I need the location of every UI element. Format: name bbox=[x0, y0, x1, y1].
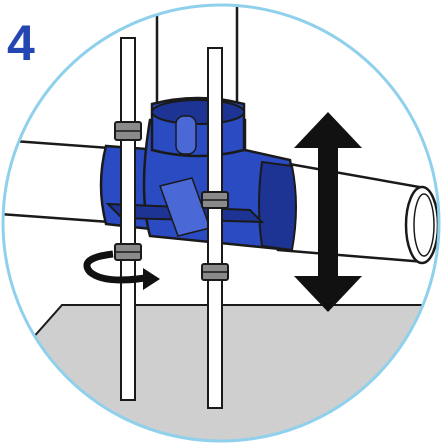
nut-left-upper bbox=[114, 121, 142, 141]
threaded-rod-left bbox=[120, 37, 136, 401]
pipe-end-opening bbox=[404, 185, 439, 265]
rotate-arrow-icon bbox=[83, 250, 160, 290]
threaded-rod-right bbox=[207, 47, 223, 409]
nut-right-lower bbox=[201, 263, 229, 281]
step-number: 4 bbox=[7, 15, 35, 71]
nut-right-upper bbox=[201, 191, 229, 209]
tee-fitting-right-socket bbox=[258, 160, 297, 252]
up-down-arrow-icon bbox=[294, 112, 362, 312]
main-pipe-left bbox=[3, 138, 112, 224]
nut-left-lower bbox=[114, 243, 142, 261]
frame-circle bbox=[1, 3, 441, 443]
tee-branch-opening bbox=[151, 99, 245, 125]
